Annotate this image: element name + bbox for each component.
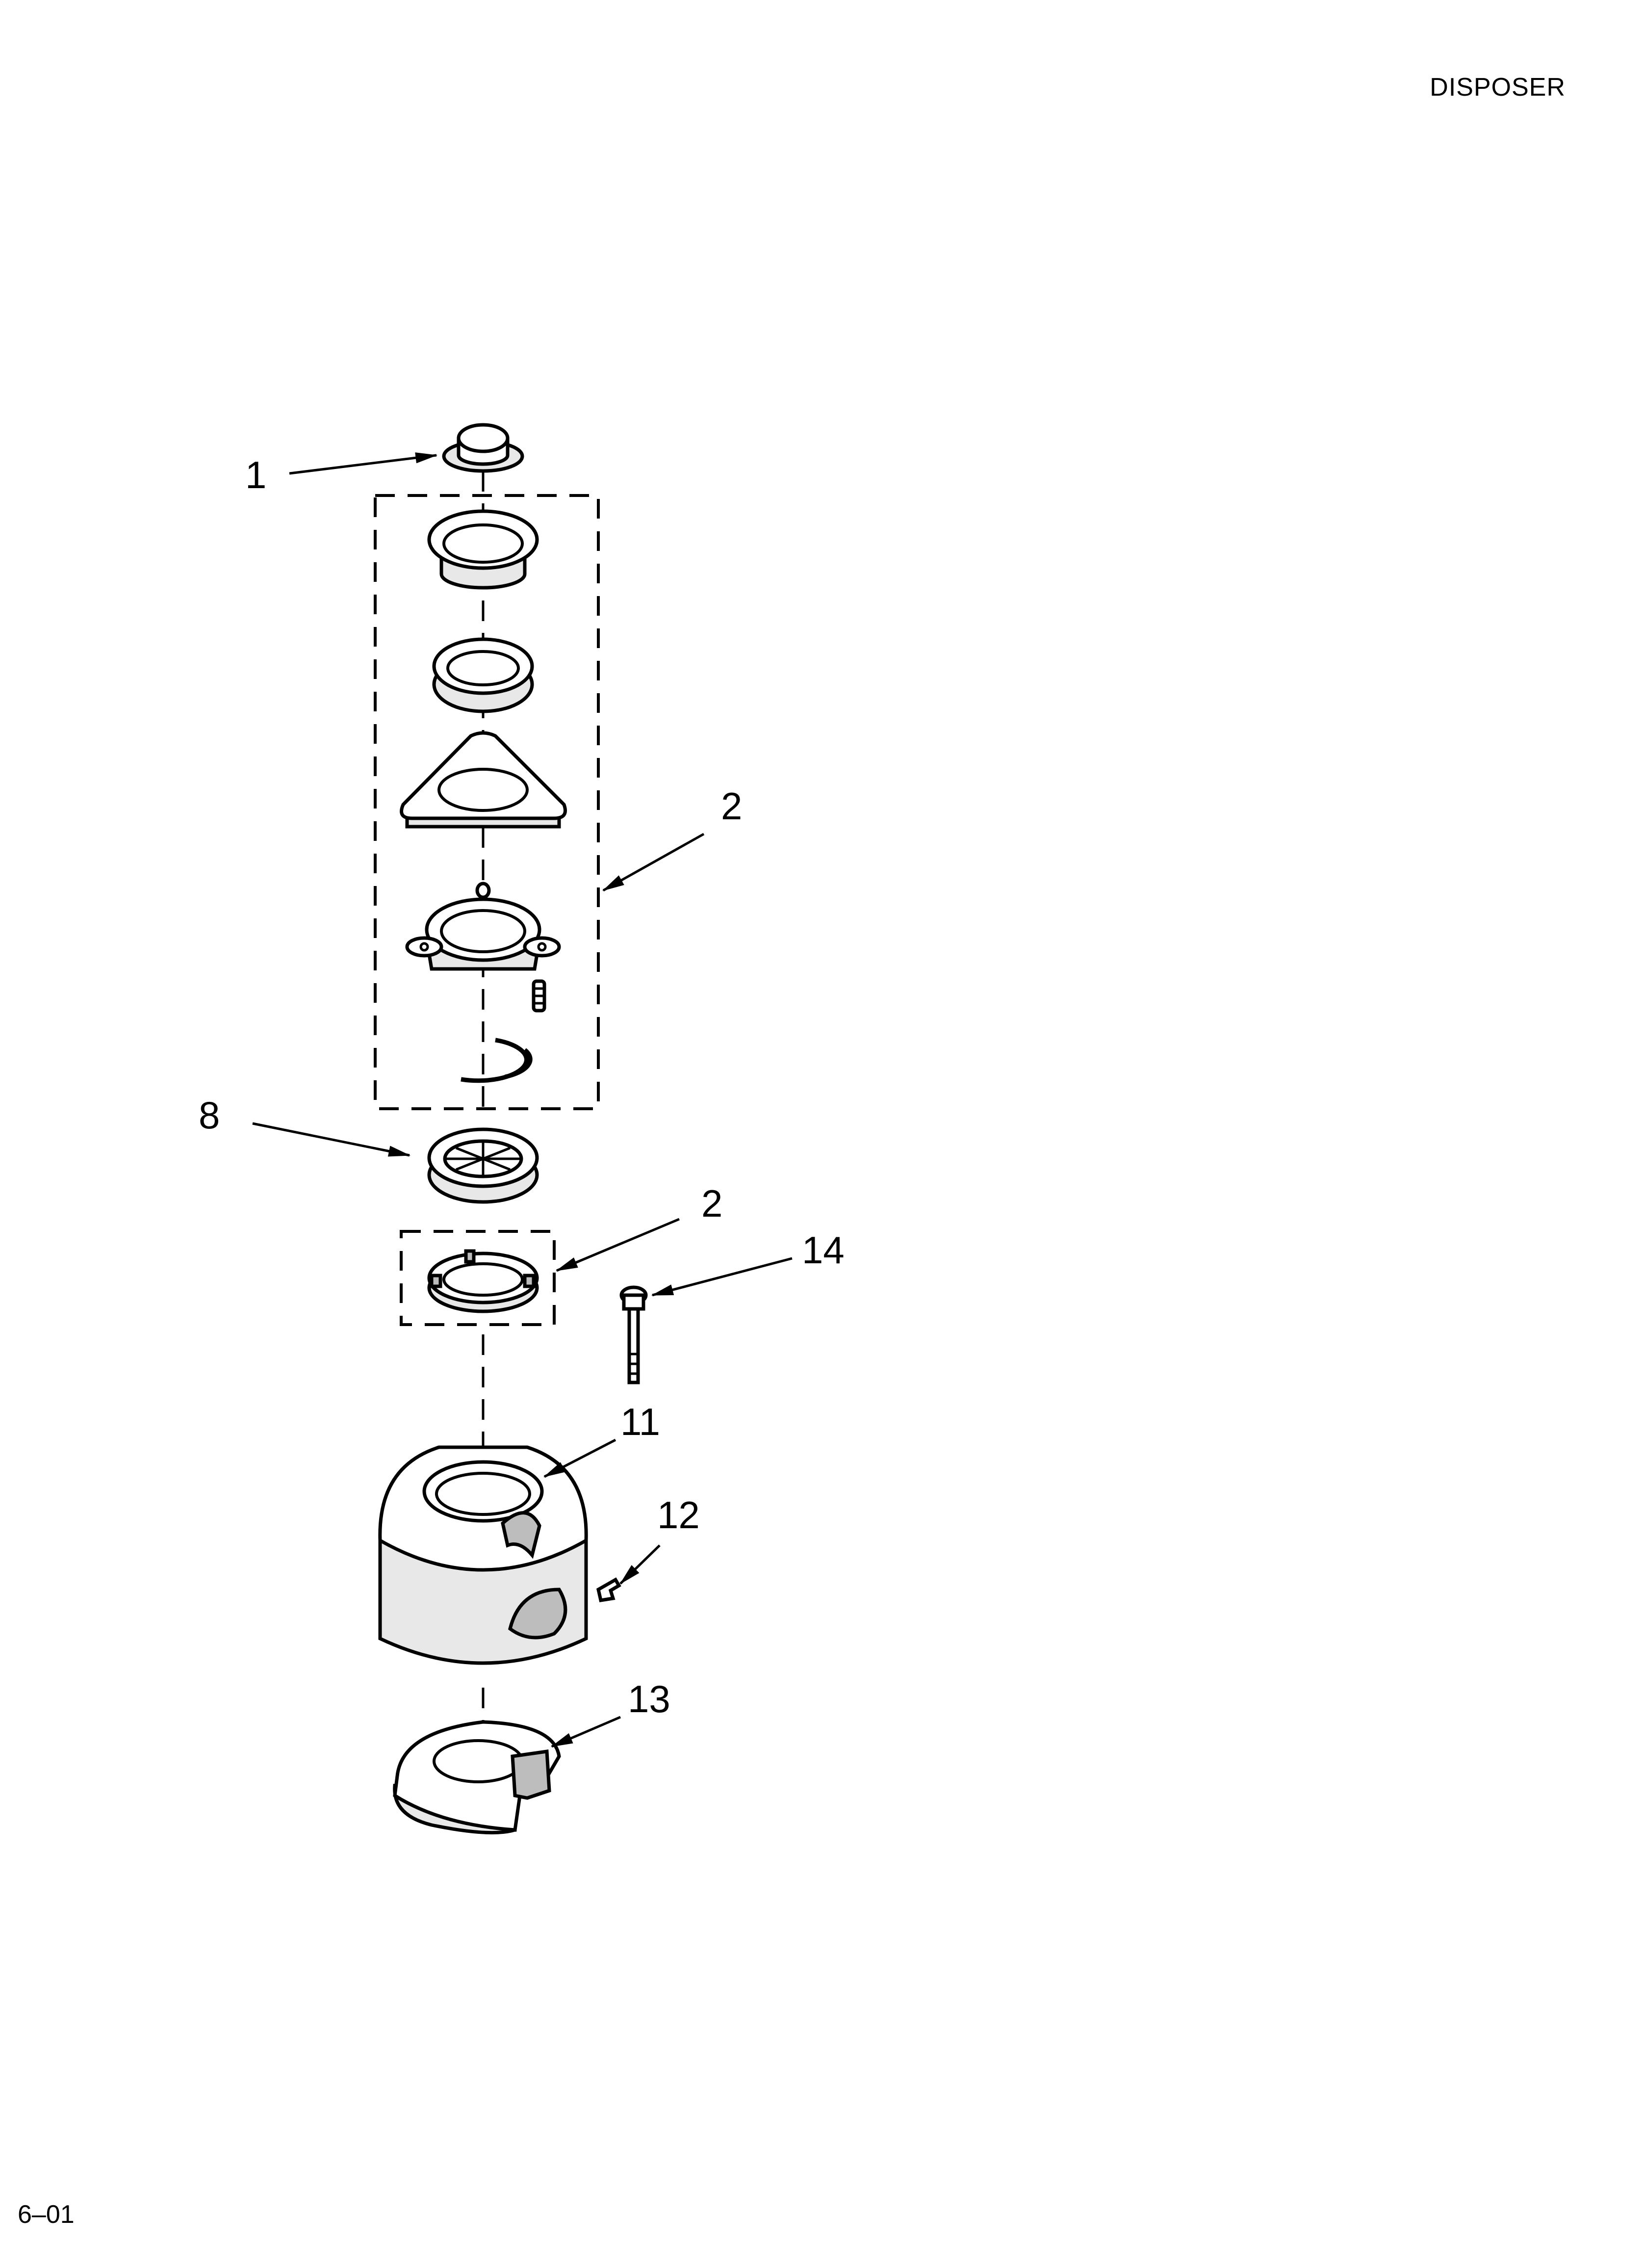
- leader-lines: [252, 452, 793, 1748]
- callout-2-lower: 2: [701, 1182, 722, 1225]
- snap-ring-part: [461, 1038, 533, 1083]
- callout-1: 1: [245, 453, 266, 496]
- sink-flange-assembly-box: [374, 494, 600, 1110]
- callout-12: 12: [657, 1493, 700, 1537]
- callout-14: 14: [802, 1228, 845, 1272]
- callout-8: 8: [199, 1094, 220, 1137]
- mounting-ring-part: [405, 882, 561, 971]
- gasket-part: [432, 637, 534, 713]
- mounting-ring-assembly-box: [400, 1230, 556, 1326]
- page-code: 6–01: [18, 2200, 75, 2229]
- clip-part: [596, 1577, 621, 1602]
- sink-flange-part: [427, 509, 539, 590]
- backup-flange-part: [400, 731, 567, 829]
- page-title: DISPOSER: [1430, 73, 1565, 102]
- base-part: [393, 1720, 561, 1835]
- callout-11: 11: [620, 1400, 660, 1443]
- callout-13: 13: [628, 1677, 670, 1721]
- splash-guard-part: [427, 1127, 539, 1204]
- stopper-part: [442, 423, 524, 473]
- housing-part: [378, 1445, 588, 1665]
- set-screw-part: [532, 979, 546, 1013]
- lower-mounting-ring-part: [427, 1249, 539, 1313]
- bolt-part: [619, 1285, 648, 1384]
- callout-2-upper: 2: [721, 784, 742, 828]
